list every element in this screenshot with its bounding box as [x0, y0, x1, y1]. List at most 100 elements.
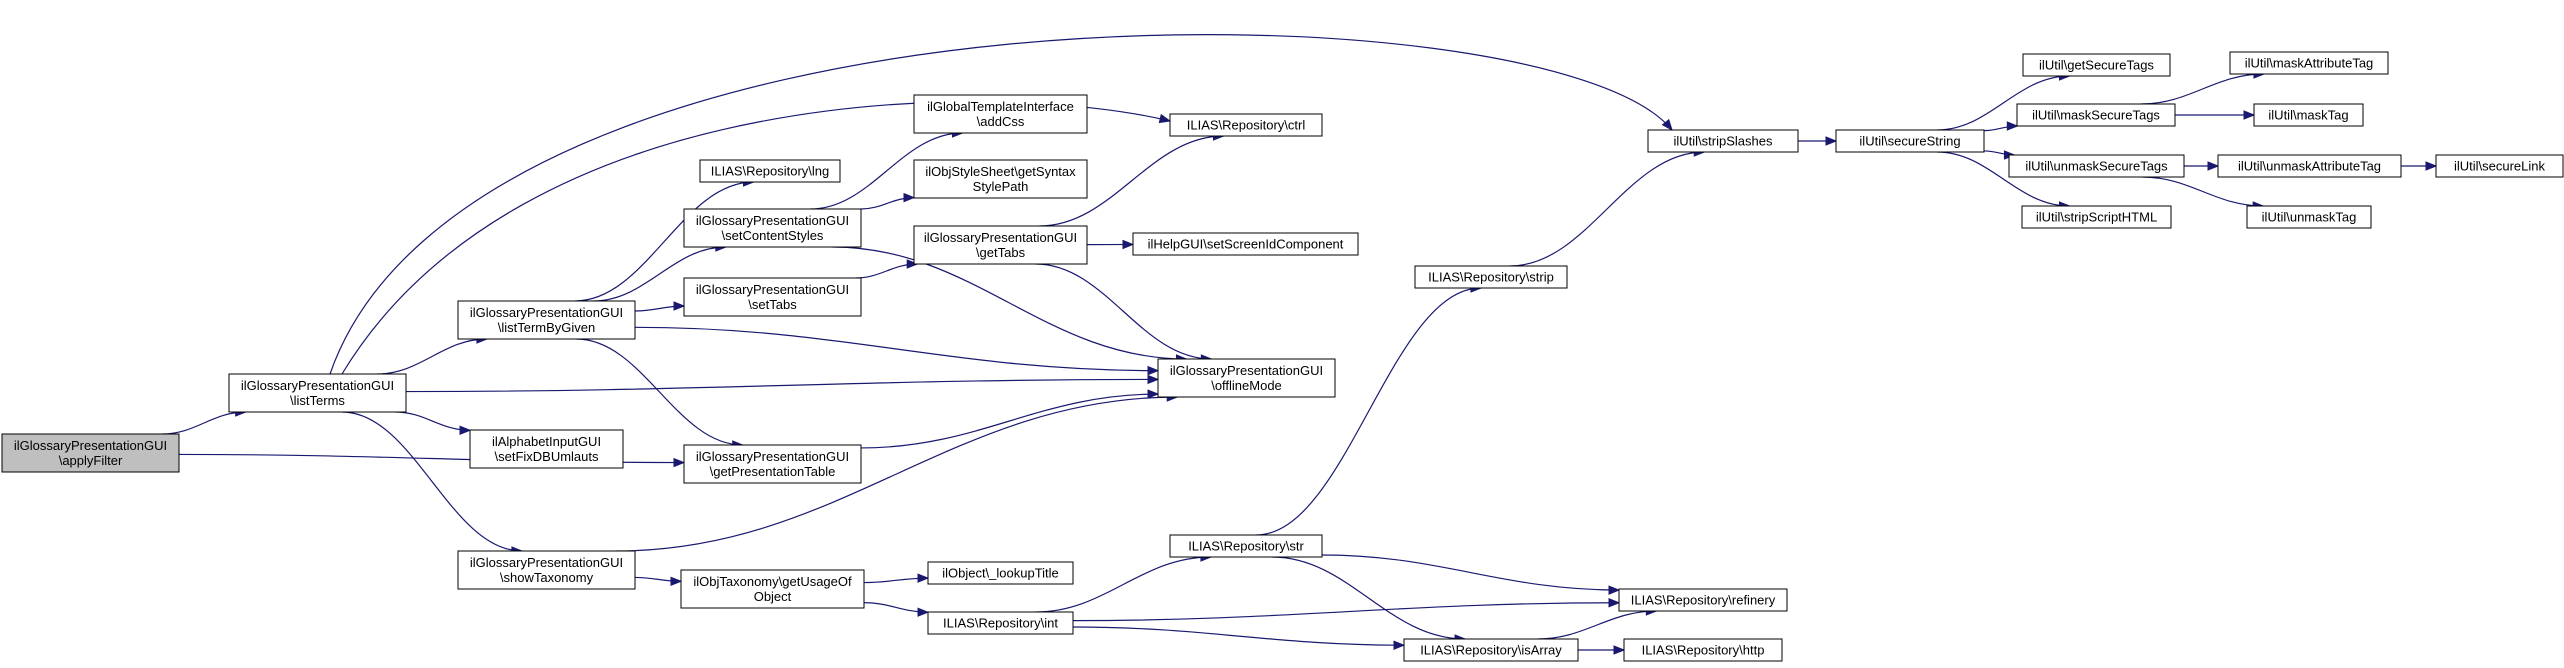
node-label: ilUtil\secureLink	[2454, 159, 2546, 174]
node-box	[2253, 103, 2364, 127]
arrowhead	[1661, 118, 1673, 132]
node-label: ilGlossaryPresentationGUI	[696, 449, 849, 464]
edge-list_term_by_given-to-offline_mode	[634, 326, 1160, 376]
edge-line	[405, 378, 1159, 393]
node-repo-str[interactable]: ILIAS\Repository\str	[1169, 534, 1323, 558]
node-lookup-title[interactable]: ilObject\_lookupTitle	[927, 561, 1074, 585]
node-label: ilGlossaryPresentationGUI	[470, 555, 623, 570]
arrowhead	[903, 192, 916, 203]
node-get-presentation-table[interactable]: ilGlossaryPresentationGUI\getPresentatio…	[683, 444, 862, 484]
node-secure-link[interactable]: ilUtil\secureLink	[2435, 154, 2564, 178]
node-strip-script-html[interactable]: ilUtil\stripScriptHTML	[2021, 205, 2172, 229]
node-box	[1403, 638, 1579, 662]
edge-line	[377, 338, 487, 375]
node-label: ilObjTaxonomy\getUsageOf	[693, 574, 852, 589]
edge-mask_secure_tags-to-mask_tag	[2175, 110, 2256, 120]
node-alphabet-input[interactable]: ilAlphabetInputGUI\setFixDBUmlauts	[469, 429, 624, 469]
arrowhead	[1158, 113, 1172, 124]
node-set-tabs[interactable]: ilGlossaryPresentationGUI\setTabs	[683, 277, 862, 317]
node-label: ilGlossaryPresentationGUI	[696, 282, 849, 297]
node-box	[1835, 129, 1985, 153]
node-label: ilUtil\unmaskAttributeTag	[2238, 159, 2381, 174]
node-label: ILIAS\Repository\http	[1642, 643, 1765, 658]
edge-line	[860, 393, 1159, 449]
node-repo-ctrl[interactable]: ILIAS\Repository\ctrl	[1169, 113, 1323, 137]
node-repo-http[interactable]: ILIAS\Repository\http	[1623, 638, 1783, 662]
node-repo-int[interactable]: ILIAS\Repository\int	[927, 611, 1074, 635]
node-label: ilObject\_lookupTitle	[942, 566, 1059, 581]
edge-line	[1039, 135, 1224, 227]
edge-repo_str-to-repo_is_array	[1271, 556, 1467, 644]
edge-line	[2141, 73, 2264, 105]
edge-show_taxonomy-to-get_usage_of_object	[634, 576, 683, 587]
arrowhead	[1147, 374, 1160, 385]
edge-get_usage_of_object-to-repo_int	[863, 602, 930, 617]
node-repo-refinery[interactable]: ILIAS\Repository\refinery	[1618, 588, 1788, 612]
nodes-layer: ilGlossaryPresentationGUI\applyFilter ilG…	[1, 51, 2564, 662]
node-box	[927, 611, 1074, 635]
node-repo-strip[interactable]: ILIAS\Repository\strip	[1414, 265, 1568, 289]
node-mask-secure-tags[interactable]: ilUtil\maskSecureTags	[2016, 103, 2176, 127]
arrowhead	[673, 457, 686, 468]
node-show-taxonomy[interactable]: ilGlossaryPresentationGUI\showTaxonomy	[457, 550, 636, 590]
node-box	[1618, 588, 1788, 612]
node-box	[1414, 265, 1568, 289]
node-box	[1132, 232, 1359, 256]
node-label: \getPresentationTable	[710, 464, 836, 479]
node-label: ilGlossaryPresentationGUI	[1170, 363, 1323, 378]
node-apply-filter[interactable]: ilGlossaryPresentationGUI\applyFilter	[1, 433, 180, 473]
edge-line	[395, 411, 471, 431]
node-label: \setContentStyles	[722, 228, 824, 243]
edge-line	[1509, 151, 1705, 267]
edge-repo_is_array-to-repo_refinery	[1537, 606, 1658, 640]
edge-line	[593, 246, 726, 302]
node-label: ILIAS\Repository\ctrl	[1187, 118, 1306, 133]
node-mask-tag[interactable]: ilUtil\maskTag	[2253, 103, 2364, 127]
node-get-tabs[interactable]: ilGlossaryPresentationGUI\getTabs	[913, 225, 1088, 265]
node-box	[457, 300, 636, 340]
edge-line	[342, 411, 522, 552]
node-label: ilUtil\maskSecureTags	[2032, 108, 2160, 123]
node-mask-attribute-tag[interactable]: ilUtil\maskAttributeTag	[2229, 51, 2389, 75]
node-box	[927, 561, 1074, 585]
node-label: ILIAS\Repository\int	[943, 616, 1058, 631]
node-set-content-styles[interactable]: ilGlossaryPresentationGUI\setContentStyl…	[683, 208, 862, 248]
node-get-secure-tags[interactable]: ilUtil\getSecureTags	[2022, 53, 2171, 77]
arrowhead	[459, 425, 472, 436]
node-box	[2008, 154, 2185, 178]
edge-line	[1321, 554, 1620, 591]
node-offline-mode[interactable]: ilGlossaryPresentationGUI\offlineMode	[1157, 358, 1336, 398]
edge-line	[576, 338, 743, 446]
node-box	[2016, 103, 2176, 127]
edge-line	[1035, 263, 1212, 360]
edge-line	[162, 411, 246, 435]
edge-repo_strip-to-strip_slashes	[1509, 147, 1706, 267]
edge-set_content_styles-to-get_syntax_style_path	[860, 192, 916, 210]
edge-line	[1936, 75, 2070, 131]
node-set-screen-id[interactable]: ilHelpGUI\setScreenIdComponent	[1132, 232, 1359, 256]
edge-strip_slashes-to-secure_string	[1797, 136, 1838, 146]
node-box	[1169, 534, 1323, 558]
node-label: ilGlossaryPresentationGUI	[696, 213, 849, 228]
node-unmask-attribute-tag[interactable]: ilUtil\unmaskAttributeTag	[2217, 154, 2402, 178]
node-list-term-by-given[interactable]: ilGlossaryPresentationGUI\listTermByGive…	[457, 300, 636, 340]
node-unmask-tag[interactable]: ilUtil\unmaskTag	[2246, 205, 2372, 229]
node-label: \setTabs	[748, 297, 797, 312]
node-repo-lng[interactable]: ILIAS\Repository\lng	[699, 159, 841, 183]
node-label: ilUtil\maskAttributeTag	[2245, 56, 2374, 71]
node-label: \offlineMode	[1211, 378, 1282, 393]
node-label: ILIAS\Repository\isArray	[1420, 643, 1562, 658]
node-label: \listTermByGiven	[498, 320, 596, 335]
arrowhead	[2243, 110, 2256, 120]
node-repo-is-array[interactable]: ILIAS\Repository\isArray	[1403, 638, 1579, 662]
node-unmask-secure-tags[interactable]: ilUtil\unmaskSecureTags	[2008, 154, 2185, 178]
node-strip-slashes[interactable]: ilUtil\stripSlashes	[1647, 129, 1799, 153]
node-label: ilUtil\stripScriptHTML	[2036, 210, 2157, 225]
node-secure-string[interactable]: ilUtil\secureString	[1835, 129, 1985, 153]
node-list-terms[interactable]: ilGlossaryPresentationGUI\listTerms	[228, 373, 407, 413]
node-add-css[interactable]: ilGlobalTemplateInterface\addCss	[913, 94, 1088, 134]
edges-layer	[162, 34, 2438, 655]
